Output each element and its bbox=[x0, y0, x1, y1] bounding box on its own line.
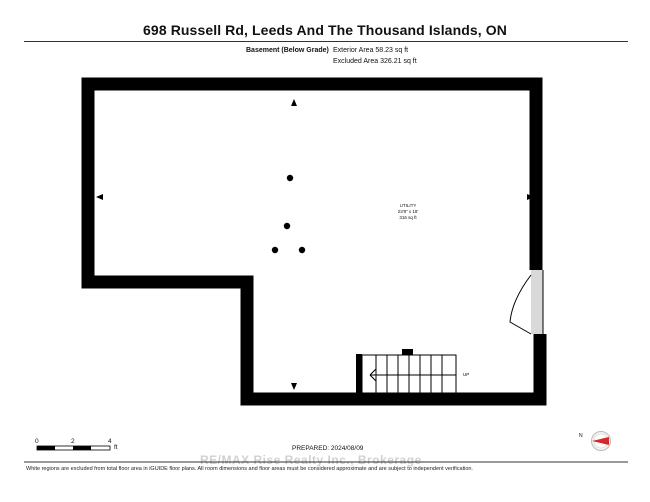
title-rule bbox=[24, 41, 628, 42]
door-opening bbox=[531, 270, 543, 334]
footer-disclaimer: White regions are excluded from total fl… bbox=[26, 466, 473, 472]
exterior-area: Exterior Area 58.23 sq ft bbox=[333, 47, 409, 54]
room-name: UTILITY bbox=[399, 203, 417, 208]
staircase bbox=[356, 349, 457, 395]
scale-tick-4: 4 bbox=[108, 438, 112, 445]
door-swing bbox=[509, 274, 532, 335]
compass-icon bbox=[591, 431, 611, 451]
support-post bbox=[271, 246, 279, 254]
prepared-date: PREPARED: 2024/08/09 bbox=[292, 445, 364, 452]
dimension-arrow-left bbox=[96, 194, 103, 200]
scale-unit: ft bbox=[114, 444, 118, 451]
compass-north-label: N bbox=[579, 433, 583, 439]
plan-title: 698 Russell Rd, Leeds And The Thousand I… bbox=[143, 22, 507, 38]
excluded-area: Excluded Area 326.21 sq ft bbox=[333, 58, 417, 65]
room-label-utility: UTILITY 23'8" x 18' 316 sq ft bbox=[388, 203, 428, 221]
room-dimensions: 23'8" x 18' bbox=[397, 209, 419, 214]
floor-name: Basement (Below Grade) bbox=[246, 47, 329, 54]
scale-tick-0: 0 bbox=[35, 438, 39, 445]
dimension-arrow-bottom bbox=[291, 383, 297, 390]
watermark: RE/MAX Rise Realty Inc., Brokerage bbox=[200, 453, 422, 467]
room-area: 316 sq ft bbox=[399, 215, 417, 220]
support-post bbox=[283, 222, 291, 230]
support-post bbox=[298, 246, 306, 254]
dimension-arrow-top bbox=[291, 99, 297, 106]
scale-tick-2: 2 bbox=[71, 438, 75, 445]
stairs-label: UP bbox=[463, 372, 469, 377]
dimension-arrow-right bbox=[527, 194, 534, 200]
scale-bar bbox=[36, 445, 111, 451]
support-post bbox=[286, 174, 294, 182]
exterior-wall bbox=[81, 77, 547, 406]
